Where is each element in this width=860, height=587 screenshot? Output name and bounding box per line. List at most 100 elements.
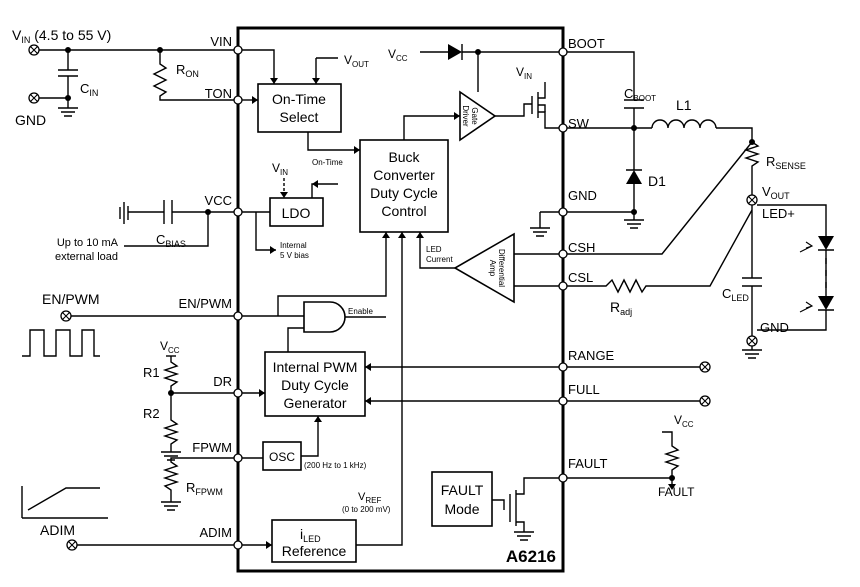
r2-label: R2 bbox=[143, 406, 160, 421]
chip-name: A6216 bbox=[506, 547, 556, 566]
rfpwm-resistor bbox=[162, 457, 238, 502]
svg-text:Reference: Reference bbox=[282, 543, 347, 559]
cboot-label: CBOOT bbox=[624, 86, 656, 103]
rfpwm-ground bbox=[161, 501, 181, 511]
svg-text:DifferentialAmp: DifferentialAmp bbox=[488, 249, 506, 287]
rsense-label: RSENSE bbox=[766, 154, 806, 171]
adim-input-label: ADIM bbox=[40, 522, 75, 538]
l1-label: L1 bbox=[676, 97, 692, 113]
on-time-signal-label: On-Time bbox=[312, 158, 343, 167]
enable-label: Enable bbox=[348, 307, 373, 316]
fault-output-label: FAULT bbox=[658, 485, 695, 499]
pin-vin: VIN bbox=[210, 34, 232, 49]
full-terminal bbox=[699, 395, 711, 407]
svg-text:GateDriver: GateDriver bbox=[461, 105, 479, 127]
svg-text:FAULT: FAULT bbox=[441, 482, 484, 498]
svg-text:On-Time: On-Time bbox=[272, 91, 326, 107]
buck-converter-block: Buck Converter Duty Cycle Control bbox=[359, 139, 449, 233]
cin-label: CIN bbox=[80, 81, 98, 98]
pwm-generator-block: Internal PWM Duty Cycle Generator bbox=[264, 351, 366, 417]
pin-sw: SW bbox=[568, 116, 590, 131]
pin-csh: CSH bbox=[568, 240, 595, 255]
pin-full: FULL bbox=[568, 382, 600, 397]
cled-label: CLED bbox=[722, 286, 749, 303]
gnd-left-terminal bbox=[28, 92, 40, 104]
r1-label: R1 bbox=[143, 365, 160, 380]
adim-ramp-icon bbox=[27, 487, 100, 511]
dr-divider bbox=[162, 356, 180, 452]
en-pwm-terminal bbox=[60, 310, 72, 322]
cbias-ground bbox=[119, 202, 129, 224]
osc-block: OSC bbox=[262, 441, 302, 471]
right-pin-markers bbox=[558, 47, 568, 483]
pin-boot: BOOT bbox=[568, 36, 605, 51]
adim-graph-axes bbox=[21, 486, 108, 519]
pin-adim: ADIM bbox=[200, 525, 233, 540]
gnd-internal bbox=[530, 211, 563, 237]
csh-wire bbox=[567, 141, 753, 255]
rsense-resistor bbox=[743, 141, 761, 200]
radj-resistor bbox=[567, 209, 753, 294]
vin-internal-wire bbox=[242, 49, 275, 84]
vin-fet-label: VIN bbox=[516, 65, 532, 81]
external-load-wire bbox=[124, 212, 209, 247]
vref-range-label: (0 to 200 mV) bbox=[342, 505, 391, 514]
vref-label: VREF bbox=[358, 491, 381, 505]
svg-text:OSC: OSC bbox=[269, 450, 295, 464]
vin-supply-label: VIN (4.5 to 55 V) bbox=[12, 27, 111, 45]
cin-capacitor bbox=[58, 50, 78, 117]
and-gate bbox=[303, 301, 346, 333]
pin-fault: FAULT bbox=[568, 456, 608, 471]
boot-diode bbox=[448, 44, 462, 60]
pin-gnd: GND bbox=[568, 188, 597, 203]
svg-text:Control: Control bbox=[381, 203, 426, 219]
pin-csl: CSL bbox=[568, 270, 593, 285]
gnd-right-label: GND bbox=[760, 320, 789, 335]
cbias-capacitor bbox=[128, 200, 238, 224]
on-time-signal-wire bbox=[307, 132, 360, 151]
svg-text:Mode: Mode bbox=[444, 501, 479, 517]
fault-mode-block: FAULT Mode bbox=[431, 471, 493, 527]
pin-fpwm: FPWM bbox=[192, 440, 232, 455]
pin-dr: DR bbox=[213, 374, 232, 389]
range-terminal bbox=[699, 361, 711, 373]
ron-resistor bbox=[152, 50, 238, 101]
fault-pullup-resistor bbox=[662, 431, 681, 478]
osc-range-label: (200 Hz to 1 kHz) bbox=[304, 461, 367, 470]
vin-ldo-label: VIN bbox=[272, 161, 288, 177]
svg-text:LDO: LDO bbox=[282, 205, 311, 221]
buck-to-and-wire bbox=[277, 232, 387, 316]
led-plus-label: LED+ bbox=[762, 206, 795, 221]
pin-vcc: VCC bbox=[205, 193, 232, 208]
adim-terminal bbox=[66, 539, 78, 551]
svg-text:Internal PWM: Internal PWM bbox=[273, 359, 358, 375]
gnd-right-terminal bbox=[746, 335, 758, 347]
vcc-top-label: VCC bbox=[388, 47, 408, 63]
on-time-select-block: On-Time Select bbox=[257, 83, 342, 133]
svg-text:Duty Cycle: Duty Cycle bbox=[281, 377, 349, 393]
pin-range: RANGE bbox=[568, 348, 615, 363]
cboot-capacitor bbox=[567, 51, 644, 128]
svg-text:iLED: iLED bbox=[300, 526, 321, 544]
left-pin-markers bbox=[233, 45, 243, 550]
fault-fet bbox=[492, 477, 563, 532]
bias-wire bbox=[255, 212, 276, 251]
pwm-waveform-icon bbox=[22, 329, 100, 357]
cbias-label: CBIAS bbox=[156, 232, 186, 249]
led-lower bbox=[818, 296, 834, 310]
differential-amp: DifferentialAmp bbox=[453, 232, 515, 304]
rfpwm-label: RFPWM bbox=[186, 480, 223, 497]
led-upper bbox=[818, 236, 834, 250]
l1-inductor bbox=[651, 119, 717, 129]
radj-label: Radj bbox=[610, 299, 632, 317]
vcc-dr-label: VCC bbox=[160, 339, 180, 355]
vout-right-label: VOUT bbox=[762, 184, 790, 201]
pin-en-pwm: EN/PWM bbox=[179, 296, 232, 311]
vcc-fault-label: VCC bbox=[674, 413, 694, 429]
ron-label: RON bbox=[176, 62, 199, 79]
svg-text:Select: Select bbox=[280, 109, 319, 125]
